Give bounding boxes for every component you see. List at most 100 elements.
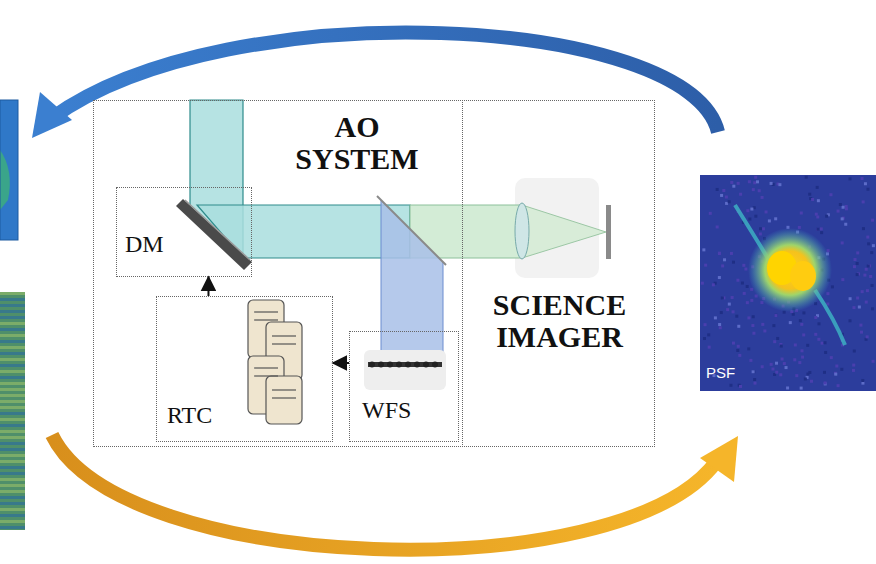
noise-pixel <box>732 185 735 188</box>
noise-pixel <box>770 182 773 185</box>
imager-title: SCIENCE IMAGER <box>469 289 650 352</box>
texture-stripe <box>0 430 25 433</box>
texture-stripe <box>0 298 25 301</box>
noise-pixel <box>824 351 827 354</box>
noise-pixel <box>817 338 820 341</box>
noise-pixel <box>861 382 864 385</box>
noise-pixel <box>805 176 808 179</box>
noise-pixel <box>831 285 834 288</box>
noise-pixel <box>732 261 735 264</box>
texture-stripe <box>0 496 25 499</box>
texture-stripe <box>0 454 25 457</box>
noise-pixel <box>775 371 778 374</box>
noise-pixel <box>814 316 817 319</box>
noise-pixel <box>759 232 762 235</box>
noise-pixel <box>802 333 805 336</box>
noise-pixel <box>730 252 733 255</box>
noise-pixel <box>737 182 740 185</box>
noise-pixel <box>739 193 742 196</box>
server-icon <box>248 300 302 424</box>
lenslet <box>414 362 420 368</box>
noise-pixel <box>826 292 829 295</box>
noise-pixel <box>852 364 855 367</box>
lenslet <box>405 362 411 368</box>
noise-pixel <box>853 265 856 268</box>
texture-stripe <box>0 352 25 355</box>
noise-pixel <box>801 349 804 352</box>
noise-pixel <box>732 342 735 345</box>
noise-pixel <box>772 324 775 327</box>
noise-pixel <box>709 212 712 215</box>
noise-pixel <box>758 189 761 192</box>
noise-pixel <box>816 228 819 231</box>
noise-pixel <box>866 335 869 338</box>
noise-pixel <box>744 268 747 271</box>
noise-pixel <box>849 319 852 322</box>
noise-pixel <box>804 377 807 380</box>
texture-stripe <box>0 508 25 511</box>
noise-pixel <box>738 354 741 357</box>
left-image-bottom <box>0 292 25 530</box>
noise-pixel <box>746 209 749 212</box>
noise-pixel <box>778 183 781 186</box>
lenslet <box>423 362 429 368</box>
noise-pixel <box>865 268 868 271</box>
noise-pixel <box>754 382 757 385</box>
noise-pixel <box>794 343 797 346</box>
noise-pixel <box>870 251 873 254</box>
noise-pixel <box>872 360 875 363</box>
noise-pixel <box>780 345 783 348</box>
noise-pixel <box>856 251 859 254</box>
part-label: RTC <box>167 403 237 428</box>
noise-pixel <box>747 316 750 319</box>
noise-pixel <box>811 198 814 201</box>
noise-pixel <box>722 189 725 192</box>
noise-pixel <box>747 347 750 350</box>
noise-pixel <box>808 193 811 196</box>
noise-pixel <box>774 314 777 317</box>
noise-pixel <box>862 200 865 203</box>
noise-pixel <box>806 344 809 347</box>
texture-stripe <box>0 358 25 361</box>
noise-pixel <box>726 308 729 311</box>
noise-pixel <box>749 359 752 362</box>
noise-pixel <box>841 241 844 244</box>
lenslet <box>396 362 402 368</box>
texture-stripe <box>0 304 25 307</box>
rtc-box: RTC <box>156 296 333 442</box>
lens <box>515 203 529 259</box>
noise-pixel <box>820 227 823 230</box>
noise-pixel <box>817 322 820 325</box>
noise-pixel <box>737 345 740 348</box>
noise-pixel <box>716 188 719 191</box>
texture-stripe <box>0 400 25 403</box>
noise-pixel <box>840 368 843 371</box>
arrowhead <box>700 436 738 482</box>
noise-pixel <box>834 373 837 376</box>
focus-cone <box>522 205 606 258</box>
psf-panel: PSF <box>700 175 876 391</box>
noise-pixel <box>771 368 774 371</box>
noise-pixel <box>815 213 818 216</box>
noise-pixel <box>725 202 728 205</box>
noise-pixel <box>861 177 864 180</box>
noise-pixel <box>839 203 842 206</box>
left-image-top <box>0 100 18 240</box>
noise-pixel <box>863 274 866 277</box>
noise-pixel <box>789 321 792 324</box>
noise-pixel <box>718 276 721 279</box>
noise-pixel <box>773 340 776 343</box>
noise-pixel <box>779 373 782 376</box>
noise-pixel <box>741 282 744 285</box>
texture-stripe <box>0 382 25 385</box>
imager-box: SCIENCE IMAGER <box>462 100 655 447</box>
noise-pixel <box>814 333 817 336</box>
noise-pixel <box>728 200 731 203</box>
noise-pixel <box>776 337 779 340</box>
noise-pixel <box>859 324 862 327</box>
noise-pixel <box>842 206 845 209</box>
noise-pixel <box>872 244 875 247</box>
noise-pixel <box>801 356 804 359</box>
